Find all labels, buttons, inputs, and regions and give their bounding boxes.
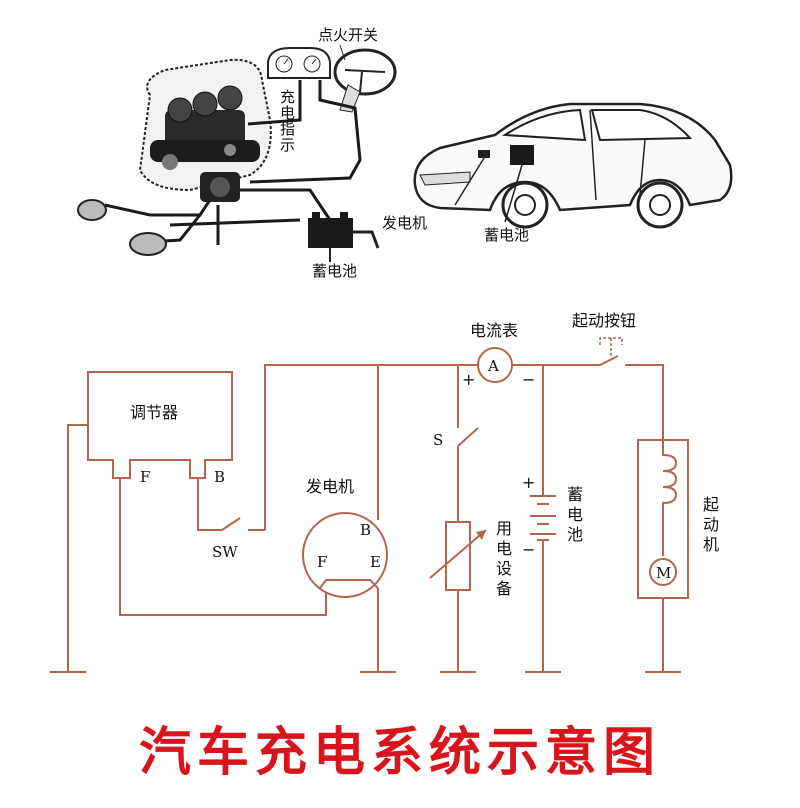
switch-S-label: S <box>433 431 443 449</box>
load-char-1: 用 <box>496 519 512 538</box>
regulator-label: 调节器 <box>130 403 178 422</box>
regulator: 调节器 F B <box>87 371 233 486</box>
start-button-label: 起动按钮 <box>572 311 636 330</box>
circuit-wires <box>67 364 664 672</box>
start-button: 起动按钮 <box>572 311 636 366</box>
starter-char-1: 起 <box>703 495 719 514</box>
headlamp-right <box>129 232 167 256</box>
switch-SW-label: SW <box>212 543 238 561</box>
starter-char-2: 动 <box>703 515 719 534</box>
generator-label: 发电机 <box>306 477 354 496</box>
diagram-title: 汽车充电系统示意图 <box>139 722 661 783</box>
charging-circuit: 调节器 F B SW 发电机 B F E A 电流表 + − 起动按钮 <box>50 311 719 673</box>
load-char-2: 电 <box>496 539 512 558</box>
engine-bay-illustration: 点火开关 充 电 指 示 蓄电池 <box>77 26 397 280</box>
battery-plus: + <box>522 473 535 492</box>
label-battery-top: 蓄电池 <box>312 262 357 280</box>
car-rear-wheel <box>636 181 684 229</box>
generator-terminal-E: E <box>370 553 381 571</box>
steering-wheel <box>333 48 397 113</box>
battery-char-1: 蓄 <box>567 485 583 504</box>
battery-label: 蓄 电 池 <box>567 485 583 544</box>
headlamp-left <box>77 199 107 221</box>
label-generator-car: 发电机 <box>382 214 427 232</box>
starter-char-3: 机 <box>703 535 719 554</box>
label-charge-indicator: 充 电 指 示 <box>280 88 295 154</box>
switch-S: S <box>433 427 479 449</box>
charge-indicator-char-3: 指 <box>280 120 295 138</box>
charge-indicator-char-1: 充 <box>280 88 295 106</box>
starter: M 起 动 机 <box>637 439 719 599</box>
charge-indicator-char-4: 示 <box>280 136 295 154</box>
starter-label: 起 动 机 <box>703 495 719 554</box>
generator-terminal-F: F <box>317 553 327 571</box>
load-char-4: 备 <box>496 579 512 598</box>
battery-char-2: 电 <box>567 505 583 524</box>
engine-cylinders <box>150 85 260 170</box>
battery-char-3: 池 <box>567 525 583 544</box>
generator: 发电机 B F E <box>302 477 388 598</box>
battery-illustration <box>308 212 380 262</box>
regulator-terminal-B: B <box>214 468 225 486</box>
label-ignition-switch: 点火开关 <box>318 26 378 44</box>
load-device-label: 用 电 设 备 <box>496 519 512 598</box>
regulator-terminal-F: F <box>140 468 150 486</box>
load-device: 用 电 设 备 <box>429 519 512 598</box>
car-illustration: 发电机 蓄电池 <box>382 102 733 244</box>
charge-indicator-char-2: 电 <box>280 104 295 122</box>
generator-terminal-B: B <box>360 521 371 539</box>
label-battery-car: 蓄电池 <box>484 226 529 244</box>
battery-symbol: + − 蓄 电 池 <box>522 473 583 559</box>
battery-minus: − <box>522 540 535 559</box>
alternator-illustration <box>200 172 240 202</box>
motor-symbol: M <box>656 564 671 582</box>
ammeter-minus: − <box>522 370 535 389</box>
ammeter-label: 电流表 <box>470 321 518 340</box>
ammeter-symbol: A <box>487 357 499 375</box>
load-char-3: 设 <box>496 559 512 578</box>
ammeter-plus: + <box>462 370 475 389</box>
car-battery-block <box>510 145 534 165</box>
dashboard-gauges <box>267 47 331 79</box>
ammeter: A 电流表 + − <box>462 321 535 389</box>
